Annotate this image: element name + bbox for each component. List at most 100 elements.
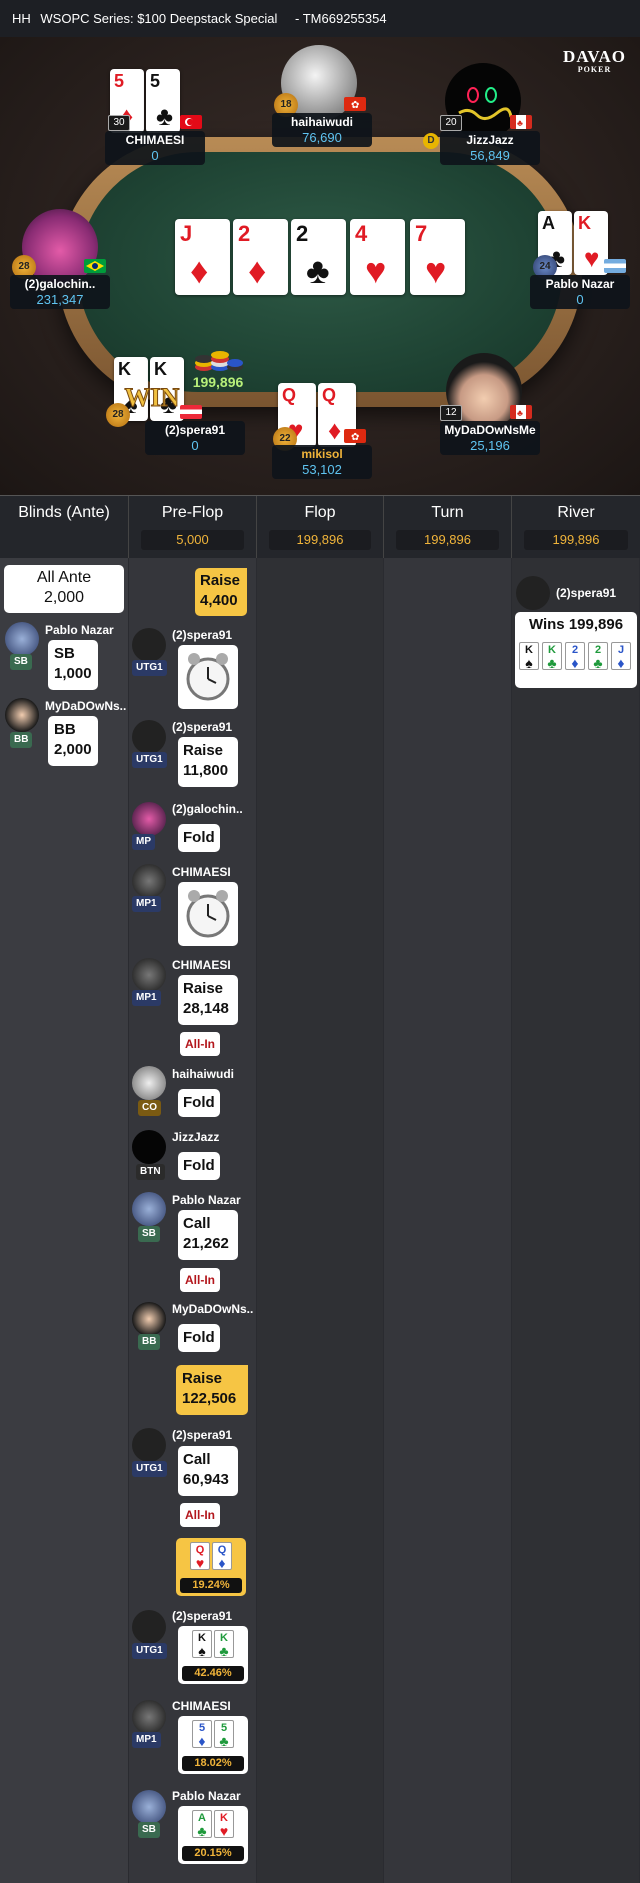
bb-badge-2: BB (138, 1334, 161, 1350)
utg1-badge-1: UTG1 (132, 660, 167, 676)
action-3-name: (2)galochin.. (172, 802, 243, 816)
spera-small-avatar-2 (132, 720, 166, 754)
chimaesi-small-avatar-3 (132, 1700, 166, 1734)
mydadownsme-level: 12 (440, 405, 462, 421)
pablo-small-avatar (5, 622, 39, 656)
pablo-equity-card-1: A♣ (192, 1810, 212, 1838)
jizzjazz-level: 20 (440, 115, 462, 131)
winner-card-5: J♦ (611, 642, 631, 670)
spera-equity-card-2: K♣ (214, 1630, 234, 1658)
eq-pablo-name: Pablo Nazar (172, 1789, 241, 1803)
action-6-name: haihaiwudi (172, 1067, 235, 1081)
brazil-flag-icon (84, 259, 106, 273)
action-2-name: (2)spera91 (172, 720, 233, 734)
hero-equity-box: Q♥ Q♦ 19.24% (176, 1538, 246, 1596)
sb-player-name: Pablo Nazar (45, 623, 114, 637)
jizzjazz-small-avatar (132, 1130, 166, 1164)
hero-equity-card-2: Q♦ (212, 1542, 232, 1570)
board-card-3: 2♣ (291, 219, 346, 295)
spera-card-2: K♣ (150, 357, 184, 421)
flop-column (257, 558, 384, 1883)
blinds-column (0, 558, 129, 1883)
wins-text: Wins 199,896 (528, 616, 624, 633)
pablo-equity-value: 20.15% (182, 1846, 244, 1861)
win-badge: WIN (124, 383, 180, 413)
eq-spera-name: (2)spera91 (172, 1609, 233, 1623)
seat-spera91[interactable]: (2)spera91 0 (145, 421, 245, 455)
spera-small-avatar-3 (132, 1428, 166, 1462)
sb-badge-3: SB (138, 1822, 160, 1838)
hero-equity-card-1: Q♥ (190, 1542, 210, 1570)
board-card-2: 2♦ (233, 219, 288, 295)
spera-equity-box: K♠ K♣ 42.46% (178, 1626, 248, 1684)
winner-name: (2)spera91 (556, 586, 617, 600)
seat-haihaiwudi[interactable]: haihaiwudi 76,690 (272, 113, 372, 147)
svg-text:✿: ✿ (351, 432, 359, 443)
action-7-name: JizzJazz (172, 1130, 220, 1144)
pot-amount: 199,896 (192, 374, 244, 390)
seat-galochin[interactable]: (2)galochin.. 231,347 (10, 275, 110, 309)
hong-kong-flag-icon: ✿ (344, 97, 366, 111)
canada-flag-icon-2: ♣ (510, 405, 532, 419)
mp-badge: MP (132, 834, 155, 850)
header-blinds[interactable]: Blinds (Ante) (0, 496, 129, 559)
turn-column (384, 558, 512, 1883)
chimaesi-small-avatar-2 (132, 958, 166, 992)
canada-flag-icon: ♣ (510, 115, 532, 129)
pablo-small-avatar-2 (132, 1192, 166, 1226)
table-scene: DAVAO POKER J♦ 2♦ 2♣ 4♥ 7♥ 199,896 5♦ 5♣… (0, 37, 640, 495)
utg1-badge-4: UTG1 (132, 1643, 167, 1659)
svg-text:♣: ♣ (517, 408, 523, 418)
title-bar: HH WSOPC Series: $100 Deepstack Special … (0, 0, 640, 37)
bb-player-name: MyDaDOwNs.. (45, 699, 127, 713)
mp1-badge-1: MP1 (132, 896, 161, 912)
title-prefix: HH (12, 11, 31, 26)
seat-mydadownsme[interactable]: MyDaDOwNsMe 25,196 (440, 421, 540, 455)
action-9-name: MyDaDOwNs.. (172, 1302, 254, 1316)
pablo-card-2: K♥ (574, 211, 608, 275)
winner-card-3: 2♦ (565, 642, 585, 670)
chimaesi-card-2: 5♣ (146, 69, 180, 133)
spera-level: 28 (106, 403, 130, 427)
winner-card-1: K♠ (519, 642, 539, 670)
btn-badge: BTN (136, 1164, 165, 1180)
hero-equity-value: 19.24% (180, 1578, 242, 1593)
seat-pablo-nazar[interactable]: Pablo Nazar 0 (530, 275, 630, 309)
galochin-small-avatar (132, 802, 166, 836)
spera-equity-value: 42.46% (182, 1666, 244, 1681)
dealer-button: D (423, 133, 439, 149)
board-card-5: 7♥ (410, 219, 465, 295)
sb-position-badge: SB (10, 654, 32, 670)
davao-poker-logo: DAVAO POKER (563, 47, 626, 74)
winner-card-4: 2♣ (588, 642, 608, 670)
austria-flag-icon (180, 405, 202, 419)
mydad-small-avatar (5, 698, 39, 732)
seat-mikisol[interactable]: mikisol 53,102 (272, 445, 372, 479)
bb-position-badge: BB (10, 732, 33, 748)
pablo-small-avatar-3 (132, 1790, 166, 1824)
seat-chimaesi[interactable]: CHIMAESI 0 (105, 131, 205, 165)
spera-small-avatar-4 (132, 1610, 166, 1644)
pot-chips-icon (195, 351, 243, 371)
haihaiwudi-small-avatar (132, 1066, 166, 1100)
tournament-name: WSOPC Series: $100 Deepstack Special (40, 11, 278, 26)
seat-jizzjazz[interactable]: JizzJazz 56,849 (440, 131, 540, 165)
action-5-name: CHIMAESI (172, 958, 231, 972)
chimaesi-small-avatar-1 (132, 864, 166, 898)
board-card-1: J♦ (175, 219, 230, 295)
timeout-clock-icon-2 (178, 882, 238, 946)
action-7-box: Fold (178, 1152, 220, 1180)
allin-badge-3: All-In (180, 1503, 220, 1527)
utg1-badge-2: UTG1 (132, 752, 167, 768)
svg-text:♣: ♣ (517, 118, 523, 128)
pablo-equity-box: A♣ K♥ 20.15% (178, 1806, 248, 1864)
